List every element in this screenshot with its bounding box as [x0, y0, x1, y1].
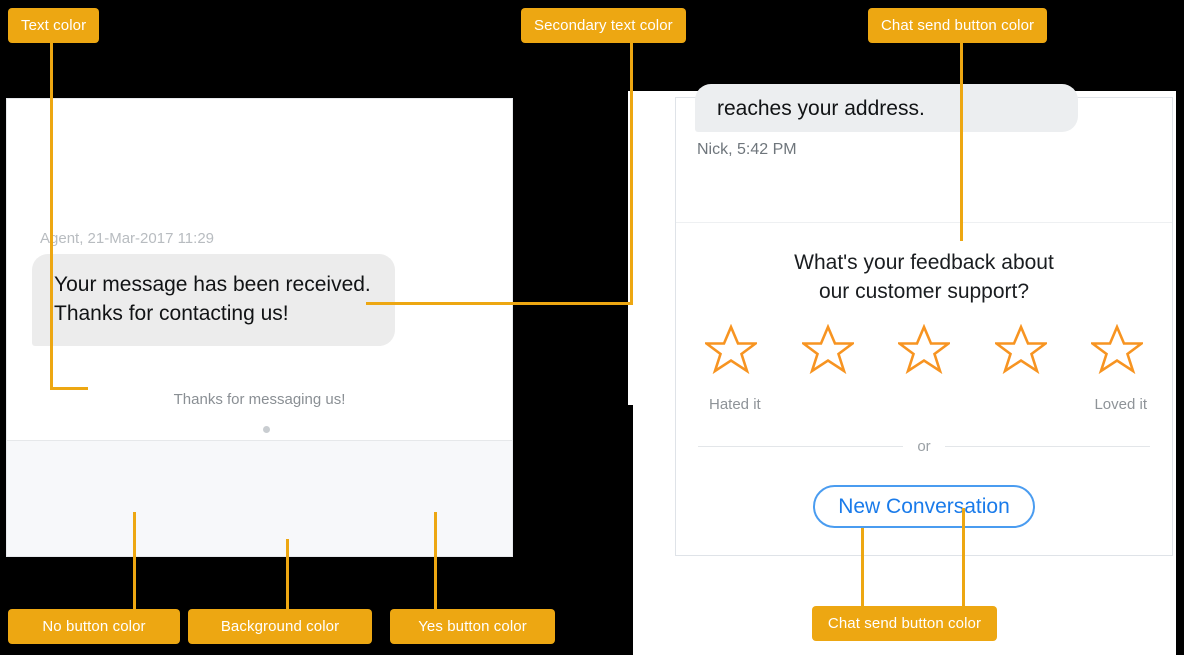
rating-low-label: Hated it	[709, 396, 761, 413]
leader-chat-send-bottom-left	[861, 528, 864, 606]
thanks-note-label: Thanks for messaging us!	[173, 391, 346, 408]
leader-text-color-vertical	[50, 43, 53, 390]
annotation-yes-button-color: Yes button color	[390, 609, 555, 644]
star-icon-2[interactable]	[795, 324, 861, 374]
sender-meta-label: Nick, 5:42 PM	[697, 141, 797, 158]
left-panel-footer: Did we answer all your questions? No YES…	[7, 441, 512, 556]
rating-high-label: Loved it	[1094, 396, 1147, 413]
feedback-question: What's your feedback about our customer …	[676, 248, 1172, 306]
or-rule-left	[698, 446, 904, 447]
annotation-secondary-text-color: Secondary text color	[521, 8, 686, 43]
right-panel-divider	[676, 222, 1172, 223]
star-icon-1[interactable]	[698, 324, 764, 374]
star-rating-row[interactable]	[698, 324, 1150, 374]
last-message-bubble: reaches your address.	[695, 84, 1078, 132]
annotation-chat-send-button-color-top: Chat send button color	[868, 8, 1048, 43]
leader-background-vertical	[286, 539, 289, 609]
or-label: or	[917, 438, 931, 455]
feedback-question-line2: our customer support?	[818, 280, 1030, 303]
leader-secondary-text-vertical	[630, 43, 633, 305]
or-rule-right	[944, 446, 1150, 447]
annotation-background-color: Background color	[188, 609, 372, 644]
right-chat-widget: reaches your address. Nick, 5:42 PM What…	[675, 84, 1173, 556]
annotation-no-button-color: No button color	[8, 609, 180, 644]
carousel-dot-indicator[interactable]	[263, 426, 270, 433]
new-conversation-button[interactable]: New Conversation	[813, 485, 1035, 528]
leader-secondary-text-horizontal	[366, 302, 633, 305]
backdrop-right-edge	[1176, 91, 1184, 655]
leader-chat-send-top-vertical	[960, 43, 963, 241]
leader-yes-button-vertical	[434, 512, 437, 609]
leader-text-color-horizontal	[50, 387, 88, 390]
or-separator: or	[698, 438, 1150, 455]
agent-message-bubble: Your message has been received. Thanks f…	[32, 254, 395, 346]
leader-chat-send-bottom-right	[962, 508, 965, 606]
star-icon-3[interactable]	[891, 324, 957, 374]
left-panel-divider	[7, 440, 512, 441]
agent-meta-label: Agent, 21-Mar-2017 11:29	[40, 230, 215, 247]
left-chat-widget: Agent, 21-Mar-2017 11:29 Your message ha…	[7, 99, 512, 556]
star-icon-5[interactable]	[1084, 324, 1150, 374]
annotation-text-color: Text color	[8, 8, 100, 43]
left-chat-transcript: Agent, 21-Mar-2017 11:29 Your message ha…	[7, 99, 512, 433]
leader-no-button-vertical	[133, 512, 136, 609]
annotation-chat-send-button-color-bottom: Chat send button color	[812, 606, 997, 641]
star-icon-4[interactable]	[988, 324, 1054, 374]
feedback-question-line1: What's your feedback about	[794, 251, 1054, 274]
